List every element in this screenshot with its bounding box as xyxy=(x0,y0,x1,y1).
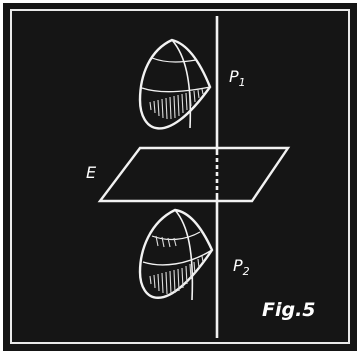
paraboloid-lower-hatching xyxy=(149,235,204,295)
paraboloid-upper-hatching xyxy=(149,88,204,120)
label-p2: P2 xyxy=(233,256,250,278)
paraboloid-lower-outline xyxy=(138,208,214,299)
plane-e xyxy=(97,146,291,203)
figure-caption: Fig.5 xyxy=(262,299,316,321)
label-plane-e: E xyxy=(86,163,97,182)
label-p1-subscript: 1 xyxy=(239,76,246,89)
paraboloid-upper-parallel xyxy=(151,57,197,63)
paraboloid-upper-rim-front xyxy=(141,86,211,93)
label-p2-letter: P xyxy=(233,256,243,275)
paraboloid-upper xyxy=(138,38,212,130)
inner-frame xyxy=(10,9,350,344)
paraboloid-lower-rim-front xyxy=(142,249,213,266)
label-p1-letter: P xyxy=(229,67,239,86)
diagram-panel xyxy=(3,3,357,351)
paraboloid-upper-outline xyxy=(138,38,212,130)
label-p2-subscript: 2 xyxy=(243,265,250,278)
label-p1: P1 xyxy=(229,67,246,89)
paraboloid-upper-rim-back xyxy=(171,39,192,129)
paraboloid-lower-rim-back xyxy=(174,209,194,301)
paraboloid-lower xyxy=(138,208,214,301)
